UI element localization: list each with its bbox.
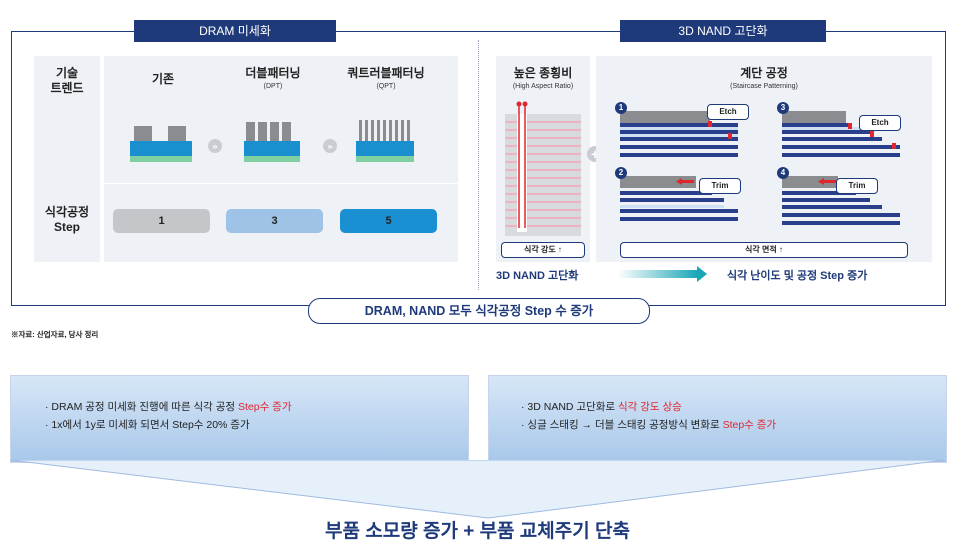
nand-bottom-right-text: 식각 난이도 및 공정 Step 증가: [727, 270, 868, 282]
dram-dpt-structure: [244, 122, 300, 162]
row-label-trend-line1: 기술: [55, 66, 79, 80]
row-label-trend-line2: 트렌드: [50, 81, 84, 95]
etch-area-label: 식각 면적 ↑: [620, 242, 908, 258]
dram-col-title-qpt: 쿼트러블패터닝: [347, 66, 425, 80]
row-label-step-line2: Step: [53, 220, 80, 234]
dram-pattern-illustration: » »: [130, 120, 414, 162]
row-label-step-line1: 식각공정: [44, 205, 90, 219]
row-label-step: 식각공정 Step: [34, 205, 100, 235]
trend-arrow-head-icon: [697, 266, 707, 282]
dram-step-dpt: 3: [226, 209, 323, 233]
dram-bullet-1: · DRAM 공정 미세화 진행에 따른 식각 공정 Step수 증가: [45, 398, 292, 416]
row-label-column: [34, 56, 100, 262]
dram-step-qpt: 5: [340, 209, 437, 233]
step-tag-trim-2: Trim: [699, 178, 741, 194]
nand-staircase-sub: (Staircase Patterning): [730, 83, 798, 90]
nand-bullet-2-text: · 싱글 스태킹 → 더블 스태킹 공정방식 변화로: [521, 419, 723, 431]
step-number-2: 2: [615, 167, 627, 179]
step-number-1: 1: [615, 102, 627, 114]
step-tag-etch-1: Etch: [707, 104, 749, 120]
conclusion-text: 부품 소모량 증가 + 부품 교체주기 단축: [325, 521, 630, 542]
stair-step-1: [620, 111, 738, 157]
nand-bullet-2: · 싱글 스태킹 → 더블 스태킹 공정방식 변화로 Step수 증가: [521, 416, 776, 434]
trend-arrow-bar: [618, 270, 698, 278]
nand-aspect-title: 높은 종횡비: [513, 66, 573, 80]
dram-col-sub-dpt: (DPT): [263, 83, 283, 90]
nand-aspect-sub: (High Aspect Ratio): [512, 83, 574, 90]
frame-caption: DRAM, NAND 모두 식각공정 Step 수 증가: [308, 298, 650, 324]
dram-col-title-base: 기존: [151, 72, 175, 86]
dram-bullet-2: · 1x에서 1y로 미세화 되면서 Step수 20% 증가: [45, 419, 250, 431]
stair-step-2: [620, 176, 738, 221]
staircase-illustration: [620, 111, 900, 225]
nand-header: 3D NAND 고단화: [620, 20, 826, 42]
nand-bullet-1-highlight: 식각 강도 상승: [617, 401, 682, 413]
source-note: ※자료: 산업자료, 당사 정리: [11, 330, 99, 339]
step-tag-trim-4: Trim: [836, 178, 878, 194]
stair-step-3: [782, 111, 900, 157]
dram-base-structure: [130, 126, 192, 162]
nand-bullet-2-highlight: Step수 증가: [722, 419, 777, 431]
nand-bullet-1: · 3D NAND 고단화로 식각 강도 상승: [521, 398, 682, 416]
dram-step-base: 1: [113, 209, 210, 233]
dram-qpt-structure: [356, 120, 414, 162]
nand-staircase-title: 계단 공정: [740, 66, 788, 80]
dram-col-sub-qpt: (QPT): [376, 83, 396, 90]
high-aspect-illustration: [505, 101, 581, 236]
svg-text:»: »: [212, 143, 218, 153]
step-number-3: 3: [777, 102, 789, 114]
row-label-trend: 기술 트렌드: [34, 66, 100, 96]
step-number-4: 4: [777, 167, 789, 179]
dram-col-title-dpt: 더블패터닝: [245, 66, 301, 80]
nand-bottom-left-text: 3D NAND 고단화: [496, 270, 579, 282]
dram-bullet-1-highlight: Step수 증가: [238, 401, 292, 413]
dram-header: DRAM 미세화: [134, 20, 336, 42]
svg-text:»: »: [327, 143, 333, 153]
funnel-shape: [10, 460, 945, 519]
etch-strength-label: 식각 강도 ↑: [501, 242, 585, 258]
dram-divider: [104, 183, 458, 184]
nand-staircase-panel: [596, 56, 932, 262]
stair-step-4: [782, 176, 900, 225]
nand-bullet-1-text: · 3D NAND 고단화로: [521, 401, 618, 413]
dram-bullet-1-text: · DRAM 공정 미세화 진행에 따른 식각 공정: [45, 401, 238, 413]
step-tag-etch-3: Etch: [859, 115, 901, 131]
section-separator: [478, 40, 479, 290]
dram-summary-box: [10, 375, 469, 463]
